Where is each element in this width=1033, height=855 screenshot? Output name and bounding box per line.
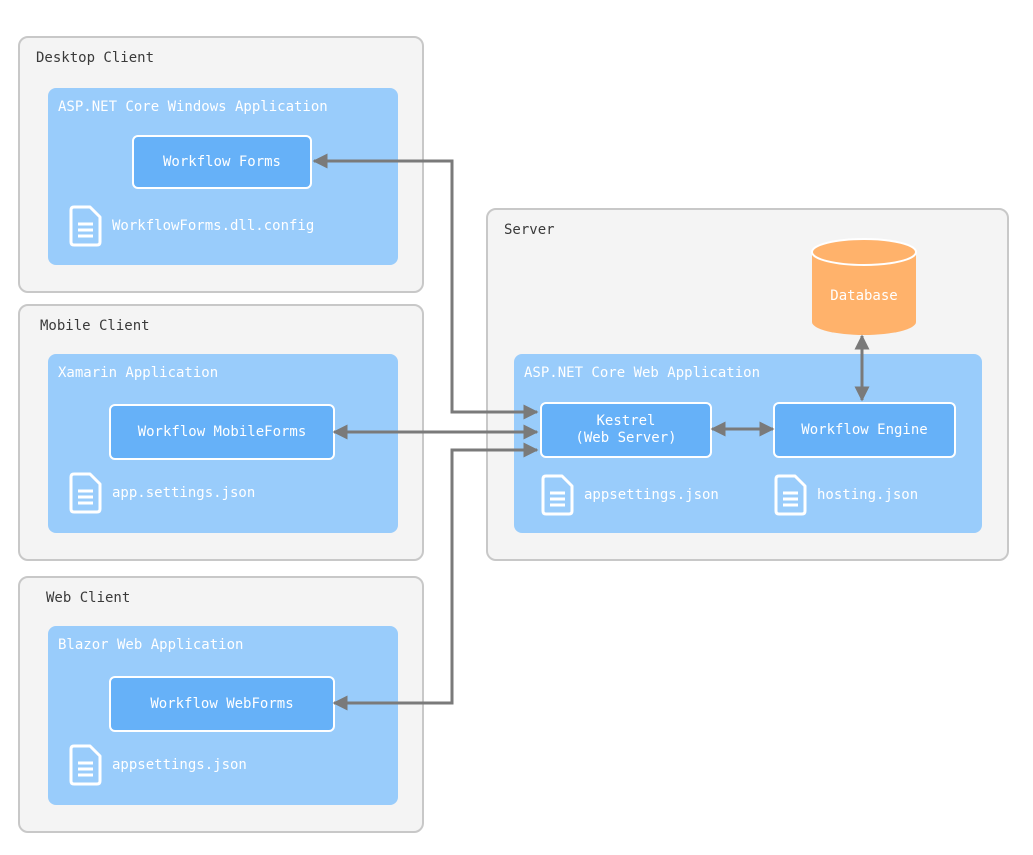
document-icon: [69, 472, 102, 514]
kestrel-web-server[interactable]: Kestrel (Web Server): [540, 402, 712, 458]
workflow-webforms-component[interactable]: Workflow WebForms: [109, 676, 335, 732]
app-title: ASP.NET Core Windows Application: [58, 99, 328, 115]
database-icon: [811, 238, 917, 335]
file-label: hosting.json: [817, 487, 919, 503]
app-title: Blazor Web Application: [58, 637, 244, 653]
arrow-web-to-kestrel: [332, 442, 539, 711]
document-icon: [69, 205, 102, 247]
workflow-engine[interactable]: Workflow Engine: [773, 402, 956, 458]
app-title: Xamarin Application: [58, 365, 219, 381]
config-file: app.settings.json: [68, 472, 255, 514]
document-icon: [541, 474, 574, 516]
workflow-mobileforms-component[interactable]: Workflow MobileForms: [109, 404, 335, 460]
config-file: appsettings.json: [540, 474, 719, 516]
group-title: Mobile Client: [40, 318, 150, 334]
web-application: ASP.NET Core Web Application Kestrel (We…: [514, 354, 982, 533]
database-label: Database: [830, 288, 898, 304]
database[interactable]: Database: [810, 238, 918, 338]
config-file: appsettings.json: [68, 744, 247, 786]
file-label: appsettings.json: [584, 487, 719, 503]
document-icon: [69, 744, 102, 786]
document-icon: [774, 474, 807, 516]
group-title: Desktop Client: [36, 50, 155, 66]
config-file: WorkflowForms.dll.config: [68, 205, 314, 247]
arrow-desktop-to-kestrel: [312, 153, 539, 420]
app-title: ASP.NET Core Web Application: [524, 365, 761, 381]
file-label: appsettings.json: [112, 757, 247, 773]
server-group: Server Database ASP.NET Core Web Applica…: [486, 208, 1009, 561]
file-label: app.settings.json: [112, 485, 256, 501]
workflow-forms-component[interactable]: Workflow Forms: [132, 135, 312, 189]
file-label: WorkflowForms.dll.config: [112, 218, 315, 234]
config-file: hosting.json: [773, 474, 918, 516]
group-title: Web Client: [46, 590, 131, 606]
